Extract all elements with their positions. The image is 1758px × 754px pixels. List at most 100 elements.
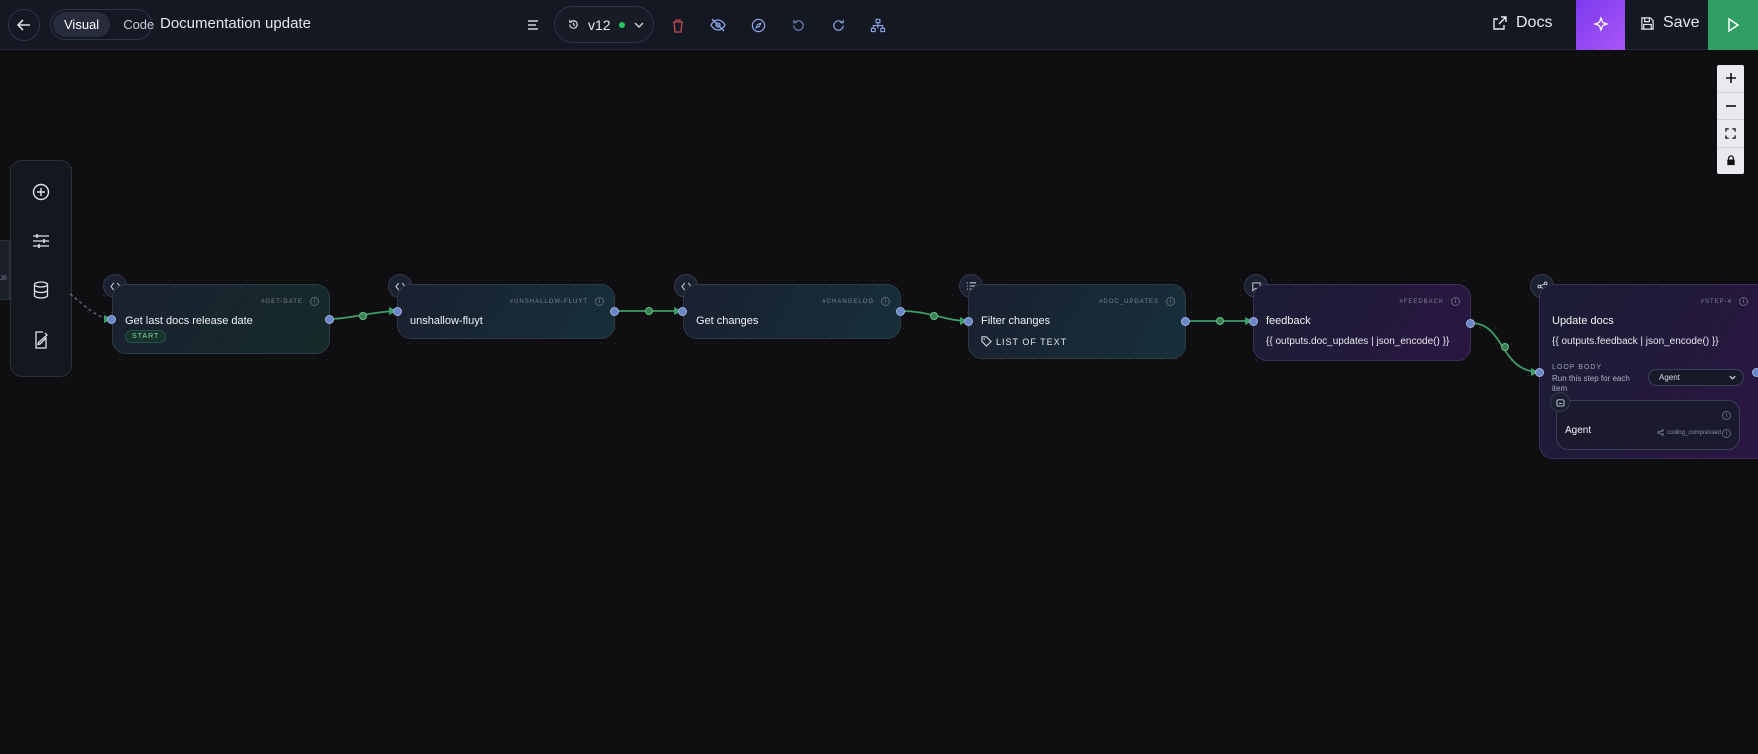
add-node-button[interactable] <box>32 183 50 206</box>
tag-icon <box>981 336 992 347</box>
sparkles-icon <box>1592 16 1609 32</box>
database-icon <box>33 281 49 299</box>
node-title: Filter changes <box>981 315 1051 327</box>
run-button[interactable] <box>1708 0 1758 50</box>
node-title: Get changes <box>696 315 759 327</box>
fit-view-button[interactable] <box>1717 120 1744 148</box>
node-id: #FEEDBACK <box>1399 299 1444 305</box>
inner-node-icon <box>1550 392 1570 412</box>
edit-file-icon <box>35 331 48 350</box>
arrow-left-icon <box>16 19 30 31</box>
edge-midpoint[interactable] <box>1501 343 1509 351</box>
node-step-4[interactable]: #STEP-4 i Update docs {{ outputs.feedbac… <box>1539 284 1758 459</box>
settings-button[interactable] <box>32 233 50 254</box>
node-doc-updates[interactable]: #DOC_UPDATES i Filter changes LIST OF TE… <box>968 284 1186 359</box>
node-id: #STEP-4 <box>1700 299 1732 305</box>
edge-midpoint[interactable] <box>359 312 367 320</box>
zoom-out-button[interactable] <box>1717 93 1744 120</box>
layout-button[interactable] <box>866 13 890 37</box>
minus-icon <box>1725 104 1736 107</box>
eye-off-icon <box>710 18 726 32</box>
info-icon[interactable]: i <box>1739 297 1748 306</box>
input-handle[interactable] <box>393 307 402 316</box>
toolbox <box>10 160 72 377</box>
info-icon[interactable]: i <box>595 297 604 306</box>
node-id: #DOC_UPDATES <box>1099 299 1159 305</box>
status-dot <box>618 21 625 28</box>
output-type-tag: LIST OF TEXT <box>981 336 1067 347</box>
undo-button[interactable] <box>786 13 810 37</box>
ai-assist-button[interactable] <box>1576 0 1625 50</box>
zoom-in-button[interactable] <box>1717 65 1744 93</box>
data-button[interactable] <box>33 281 49 304</box>
redo-button[interactable] <box>826 13 850 37</box>
chevron-down-icon <box>634 22 644 28</box>
chevron-down-icon <box>1729 375 1736 380</box>
node-changelog[interactable]: #CHANGELOG i Get changes <box>683 284 901 339</box>
node-id: #UNSHALLOW-FLUYT <box>509 299 588 305</box>
document-title[interactable]: Documentation update <box>160 15 311 32</box>
edge-midpoint[interactable] <box>930 312 938 320</box>
back-button[interactable] <box>8 9 40 41</box>
output-handle[interactable] <box>1466 319 1475 328</box>
undo-icon <box>792 19 804 31</box>
edge-midpoint[interactable] <box>645 307 653 315</box>
mode-visual-tab[interactable]: Visual <box>53 12 111 37</box>
robot-icon <box>1555 398 1565 407</box>
hide-button[interactable] <box>706 13 730 37</box>
edge-stub-to-get-date <box>69 293 113 320</box>
edit-file-button[interactable] <box>33 331 49 354</box>
start-badge: START <box>125 330 167 343</box>
version-label: v12 <box>588 16 611 33</box>
fullscreen-icon <box>1725 128 1736 139</box>
collapsed-node-stub[interactable] <box>0 240 10 300</box>
output-handle[interactable] <box>896 307 905 316</box>
loop-body-select-value: Agent <box>1659 373 1680 382</box>
node-title: Get last docs release date <box>125 315 253 327</box>
info-icon[interactable]: i <box>1451 297 1460 306</box>
output-handle[interactable] <box>325 315 334 324</box>
outline-button[interactable] <box>521 13 545 37</box>
info-icon[interactable]: i <box>1722 411 1731 420</box>
input-handle[interactable] <box>1249 317 1258 326</box>
delete-button[interactable] <box>666 13 690 37</box>
version-selector[interactable]: v12 <box>554 6 654 43</box>
mode-code-tab[interactable]: Code <box>123 17 155 32</box>
node-feedback[interactable]: #FEEDBACK i feedback {{ outputs.doc_upda… <box>1253 284 1471 361</box>
input-handle[interactable] <box>107 315 116 324</box>
node-unshallow-fluyt[interactable]: #UNSHALLOW-FLUYT i unshallow-fluyt <box>397 284 615 339</box>
info-icon[interactable]: i <box>1722 429 1731 438</box>
explore-button[interactable] <box>746 13 770 37</box>
lock-button[interactable] <box>1717 148 1744 175</box>
add-icon <box>32 183 50 200</box>
output-handle[interactable] <box>1752 368 1758 377</box>
play-icon <box>1728 17 1740 33</box>
docs-button[interactable]: Docs <box>1492 14 1552 32</box>
node-expression: {{ outputs.feedback | json_encode() }} <box>1552 336 1719 347</box>
info-icon[interactable]: i <box>881 297 890 306</box>
node-get-date[interactable]: #GET-DATE i Get last docs release date S… <box>112 284 330 354</box>
inner-node-tool-label: coding_compressed <box>1667 429 1721 436</box>
align-left-icon <box>528 20 538 30</box>
top-bar: Visual Code Documentation update v12 Doc… <box>0 0 1758 50</box>
zoom-controls <box>1717 65 1744 174</box>
lock-icon <box>1726 155 1735 166</box>
input-handle[interactable] <box>1535 368 1544 377</box>
output-handle[interactable] <box>1181 317 1190 326</box>
node-title: feedback <box>1266 315 1311 327</box>
edge-midpoint[interactable] <box>1216 317 1224 325</box>
inner-node-agent[interactable]: i Agent coding_compressed i <box>1556 400 1740 450</box>
inner-node-title: Agent <box>1565 425 1592 436</box>
loop-body-select[interactable]: Agent <box>1648 369 1744 386</box>
input-handle[interactable] <box>678 307 687 316</box>
node-title: Update docs <box>1552 315 1614 327</box>
info-icon[interactable]: i <box>1166 297 1175 306</box>
save-button[interactable]: Save <box>1640 14 1699 32</box>
input-handle[interactable] <box>964 317 973 326</box>
info-icon[interactable]: i <box>310 297 319 306</box>
redo-icon <box>832 19 844 31</box>
save-label: Save <box>1663 14 1700 31</box>
output-handle[interactable] <box>610 307 619 316</box>
sliders-icon <box>33 233 49 248</box>
